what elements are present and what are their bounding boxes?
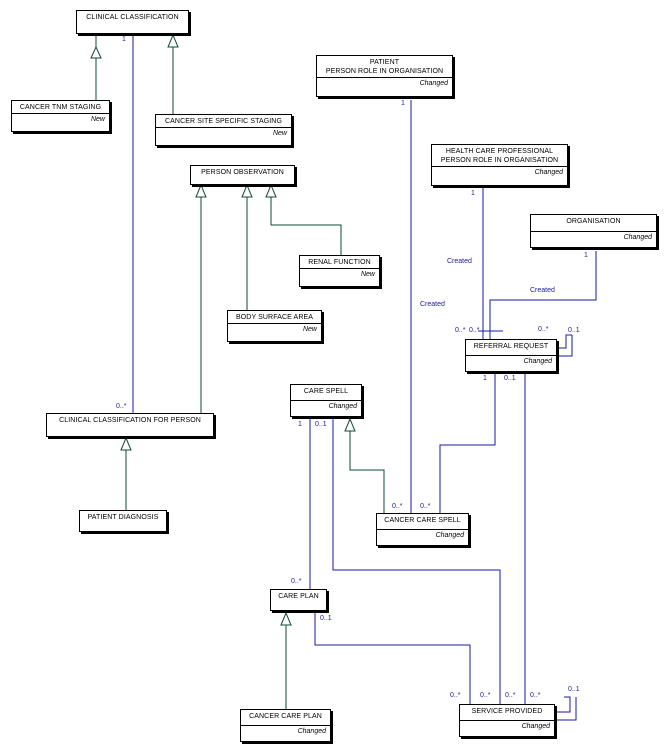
multiplicity-label: 0..* [538,326,549,333]
entity-name: CLINICAL CLASSIFICATION [86,14,179,21]
multiplicity-label: 1 [471,190,475,197]
entity-body-surface-area[interactable]: BODY SURFACE AREA New [227,310,322,342]
multiplicity-label: 0..* [469,327,480,334]
multiplicity-label: 1 [584,252,588,259]
assoc-cs-sp [332,419,501,705]
multiplicity-label: 0..* [505,692,516,699]
assoc-cp-sp [314,613,471,705]
gen-renal-to-po [270,185,342,256]
entity-name: CANCER CARE SPELL [377,514,468,530]
multiplicity-label: 0..* [530,692,541,699]
entity-name: RENAL FUNCTION [300,256,379,269]
entity-name: BODY SURFACE AREA [228,311,321,324]
relationship-label-org: Created [530,287,555,294]
entity-cancer-site-specific-staging[interactable]: CANCER SITE SPECIFIC STAGING New [155,114,292,146]
multiplicity-label: 0..* [392,503,403,510]
entity-service-provided[interactable]: SERVICE PROVIDED Changed [459,704,555,737]
entity-name: ORGANISATION [531,215,656,232]
entity-referral-request[interactable]: REFERRAL REQUEST Changed [465,339,557,372]
entity-patient[interactable]: PATIENT PERSON ROLE IN ORGANISATION Chan… [316,55,453,97]
multiplicity-label: 0..* [420,503,431,510]
relationship-label-hcp: Created [447,258,472,265]
multiplicity-label: 0..1 [504,375,516,382]
entity-status: Changed [419,80,448,87]
entity-health-care-professional[interactable]: HEALTH CARE PROFESSIONAL PERSON ROLE IN … [431,144,568,186]
entity-status: Changed [523,358,552,365]
multiplicity-label: 1 [298,421,302,428]
entity-name: HEALTH CARE PROFESSIONAL PERSON ROLE IN … [432,145,567,167]
entity-name: CANCER CARE PLAN [241,710,330,726]
entity-name: REFERRAL REQUEST [466,340,556,356]
entity-name: PERSON OBSERVATION [201,169,284,176]
entity-status: Changed [623,234,652,241]
entity-care-plan[interactable]: CARE PLAN [270,589,327,611]
entity-person-observation[interactable]: PERSON OBSERVATION [190,165,295,185]
entity-name: CANCER TNM STAGING [12,101,109,114]
relationship-label-patient: Created [420,301,445,308]
entity-status: New [302,326,317,333]
multiplicity-label: 0..1 [568,686,580,693]
entity-name: PATIENT DIAGNOSIS [87,514,159,521]
multiplicity-label: 0..* [450,692,461,699]
multiplicity-label: 0..* [455,327,466,334]
entity-cancer-care-spell[interactable]: CANCER CARE SPELL Changed [376,513,469,546]
entity-cancer-care-plan[interactable]: CANCER CARE PLAN Changed [240,709,331,742]
multiplicity-label: 0..* [480,692,491,699]
entity-status: Changed [435,532,464,539]
entity-status: Changed [328,403,357,410]
entity-organisation[interactable]: ORGANISATION Changed [530,214,657,248]
entity-name: CARE PLAN [278,593,319,600]
multiplicity-label: 0..1 [568,327,580,334]
generalization-lines [90,33,385,710]
entity-clinical-classification-for-person[interactable]: CLINICAL CLASSIFICATION FOR PERSON [46,413,214,437]
entity-status: New [272,130,287,137]
multiplicity-label: 1 [401,100,405,107]
multiplicity-label: 1 [122,36,126,43]
entity-status: New [90,116,105,123]
entity-patient-diagnosis[interactable]: PATIENT DIAGNOSIS [79,510,167,532]
assoc-rr-self [557,334,572,349]
entity-name: SERVICE PROVIDED [460,705,554,721]
entity-name: CARE SPELL [291,385,361,401]
entity-status: New [360,271,375,278]
multiplicity-label: 0..1 [320,615,332,622]
assoc-sp-self [555,696,571,713]
assoc-rr-ccs [439,373,496,514]
multiplicity-label: 0..* [116,403,127,410]
entity-cancer-tnm-staging[interactable]: CANCER TNM STAGING New [11,100,110,132]
entity-care-spell[interactable]: CARE SPELL Changed [290,384,362,417]
gen-ccs-to-cs [349,419,385,514]
multiplicity-label: 0..1 [315,421,327,428]
entity-name: PATIENT PERSON ROLE IN ORGANISATION [317,56,452,78]
association-lines [132,35,597,721]
entity-clinical-classification[interactable]: CLINICAL CLASSIFICATION [76,10,189,34]
entity-status: Changed [534,169,563,176]
entity-name: CANCER SITE SPECIFIC STAGING [156,115,291,128]
entity-name: CLINICAL CLASSIFICATION FOR PERSON [59,417,201,424]
entity-renal-function[interactable]: RENAL FUNCTION New [299,255,380,287]
entity-status: Changed [297,728,326,735]
entity-status: Changed [521,723,550,730]
multiplicity-label: 0..* [291,578,302,585]
assoc-org-rr [489,251,597,340]
multiplicity-label: 1 [483,375,487,382]
